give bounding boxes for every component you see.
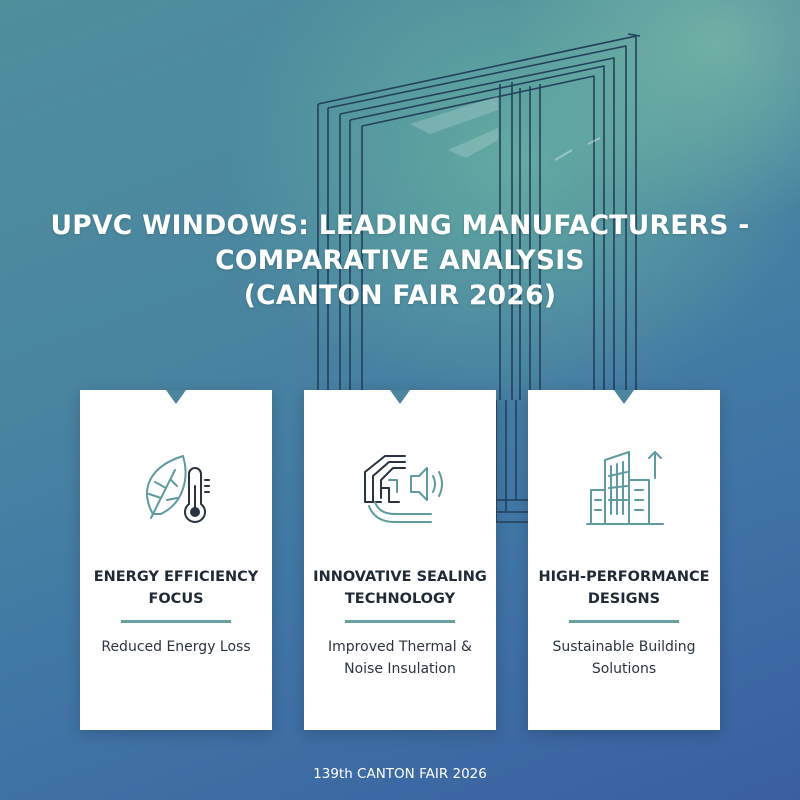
window-seal-sound-icon	[364, 455, 443, 523]
card-subtitle-line: Noise Insulation	[344, 661, 456, 677]
card-notch	[166, 390, 186, 404]
card-notch	[390, 390, 410, 404]
card-heading-line: INNOVATIVE SEALING	[313, 569, 487, 585]
building-growth-icon	[586, 451, 664, 525]
title-line-2: COMPARATIVE ANALYSIS	[215, 245, 585, 276]
footer-text: 139th CANTON FAIR 2026	[313, 766, 487, 782]
card-heading: HIGH-PERFORMANCE DESIGNS	[536, 566, 712, 610]
feature-card-high-performance: HIGH-PERFORMANCE DESIGNS Sustainable Bui…	[528, 390, 720, 730]
title-line-3: (CANTON FAIR 2026)	[243, 280, 557, 311]
card-subtitle-line: Solutions	[591, 661, 657, 677]
page-title: UPVC WINDOWS: LEADING MANUFACTURERS - CO…	[40, 208, 760, 313]
card-subtitle-line: Improved Thermal &	[328, 639, 472, 655]
card-subtitle-line: Reduced Energy Loss	[101, 639, 251, 655]
card-subtitle-line: Sustainable Building	[552, 639, 696, 655]
card-subtitle: Sustainable Building Solutions	[536, 636, 712, 680]
card-notch	[614, 390, 634, 404]
feature-card-sealing-technology: INNOVATIVE SEALING TECHNOLOGY Improved T…	[304, 390, 496, 730]
card-heading-line: ENERGY EFFICIENCY	[93, 569, 259, 585]
card-subtitle: Improved Thermal & Noise Insulation	[312, 636, 488, 680]
card-heading: INNOVATIVE SEALING TECHNOLOGY	[312, 566, 488, 610]
card-heading-line: FOCUS	[148, 591, 204, 607]
card-heading: ENERGY EFFICIENCY FOCUS	[88, 566, 264, 610]
feature-card-energy-efficiency: ENERGY EFFICIENCY FOCUS Reduced Energy L…	[80, 390, 272, 730]
card-heading-line: TECHNOLOGY	[344, 591, 456, 607]
leaf-thermometer-icon	[146, 455, 210, 523]
card-heading-line: DESIGNS	[587, 591, 661, 607]
card-divider	[569, 620, 679, 623]
card-subtitle: Reduced Energy Loss	[88, 636, 264, 658]
card-heading-line: HIGH-PERFORMANCE	[538, 569, 710, 585]
title-line-1: UPVC WINDOWS: LEADING MANUFACTURERS -	[50, 210, 750, 241]
card-divider	[345, 620, 455, 623]
card-divider	[121, 620, 231, 623]
